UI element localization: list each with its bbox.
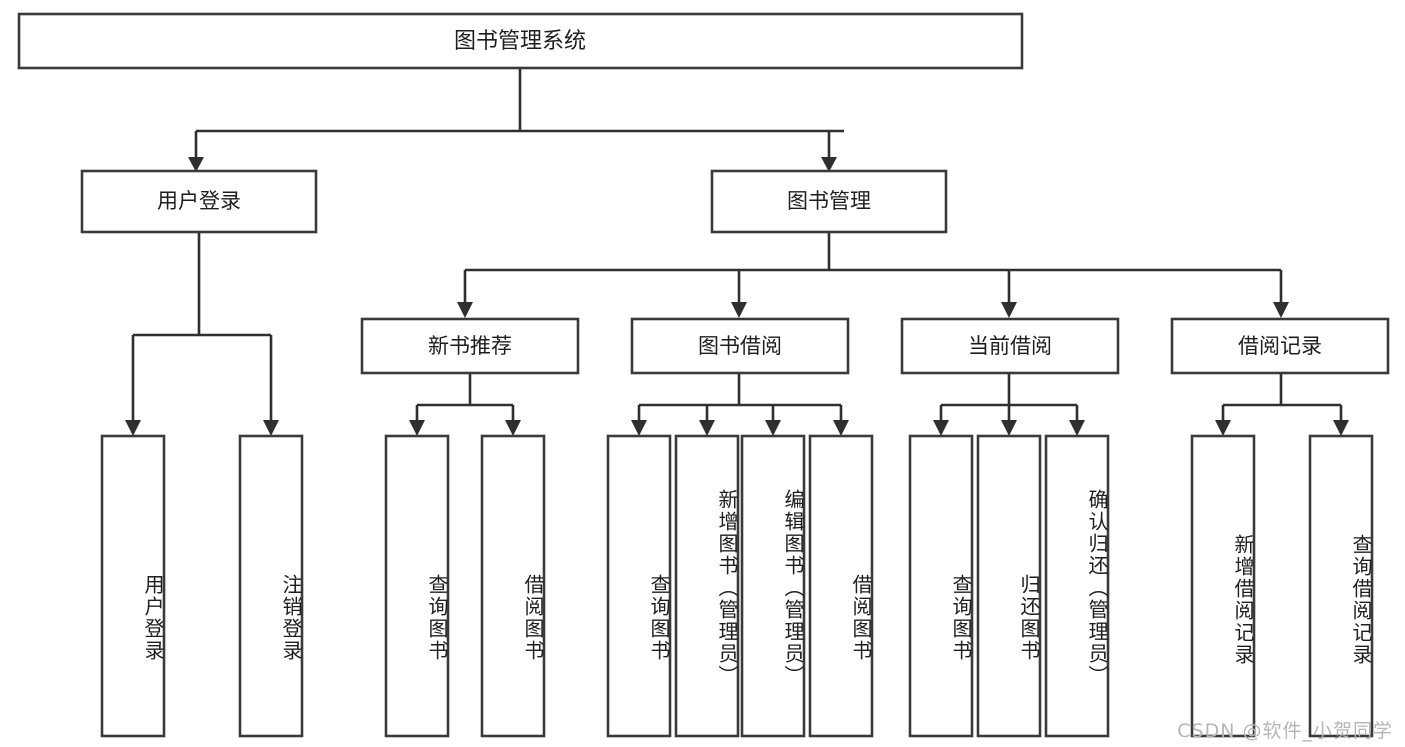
connector-root-to-level2 [188,68,844,172]
watermark-text: CSDN @软件_小贺同学 [1177,720,1393,742]
node-book-management-label: 图书管理 [787,189,871,213]
node-book-borrow[interactable] [630,317,850,375]
node-book-management[interactable] [710,169,948,234]
leaf-box-book-borrow-3[interactable] [740,434,806,738]
node-root-label: 图书管理系统 [454,29,586,54]
node-new-book-recommend-label: 新书推荐 [428,334,512,358]
leaf-box-borrow-records-1[interactable] [1190,434,1256,738]
leaf-box-user-login-1[interactable] [100,434,166,738]
connector-currentborrow-to-leaves [933,373,1085,436]
leaf-box-book-borrow-1[interactable] [606,434,672,738]
leaf-box-current-borrow-3[interactable] [1044,434,1110,738]
connector-bookborrow-to-leaves [631,373,849,436]
leaf-box-borrow-records-2[interactable] [1308,434,1374,738]
leaf-box-current-borrow-2[interactable] [976,434,1042,738]
leaf-box-book-borrow-2[interactable] [674,434,740,738]
node-user-login[interactable] [80,169,318,234]
node-root[interactable] [17,12,1024,70]
connector-bookmgmt-to-level3 [457,232,1289,318]
leaf-box-new-book-2[interactable] [480,434,546,738]
node-borrow-records[interactable] [1170,317,1390,375]
node-current-borrow[interactable] [900,317,1120,375]
connector-records-to-leaves [1215,373,1349,436]
leaf-box-new-book-1[interactable] [384,434,450,738]
leaf-box-book-borrow-4[interactable] [808,434,874,738]
node-user-login-label: 用户登录 [157,189,241,213]
leaf-box-user-login-2[interactable] [238,434,304,738]
node-book-borrow-label: 图书借阅 [698,334,782,358]
connector-userlogin-to-leaves [125,232,279,436]
connector-newbook-to-leaves [409,373,521,436]
node-current-borrow-label: 当前借阅 [968,334,1052,358]
node-new-book-recommend[interactable] [360,317,580,375]
leaf-box-current-borrow-1[interactable] [908,434,974,738]
node-borrow-records-label: 借阅记录 [1238,334,1322,358]
